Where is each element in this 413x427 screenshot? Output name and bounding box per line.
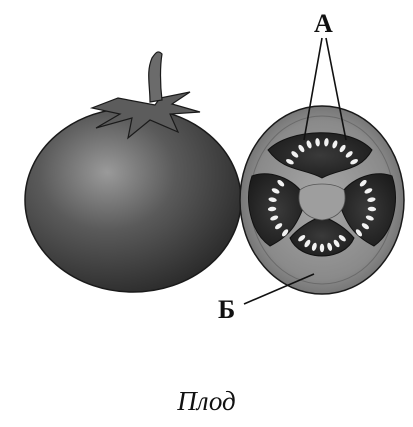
tomato-seed: [320, 244, 324, 252]
tomato-stem: [149, 52, 162, 102]
figure-caption: Плод: [0, 386, 413, 417]
whole-tomato-body: [25, 108, 241, 292]
label-b: Б: [218, 295, 235, 324]
whole-tomato: [25, 52, 241, 292]
label-a: А: [314, 9, 333, 38]
cut-tomato: [240, 106, 404, 294]
